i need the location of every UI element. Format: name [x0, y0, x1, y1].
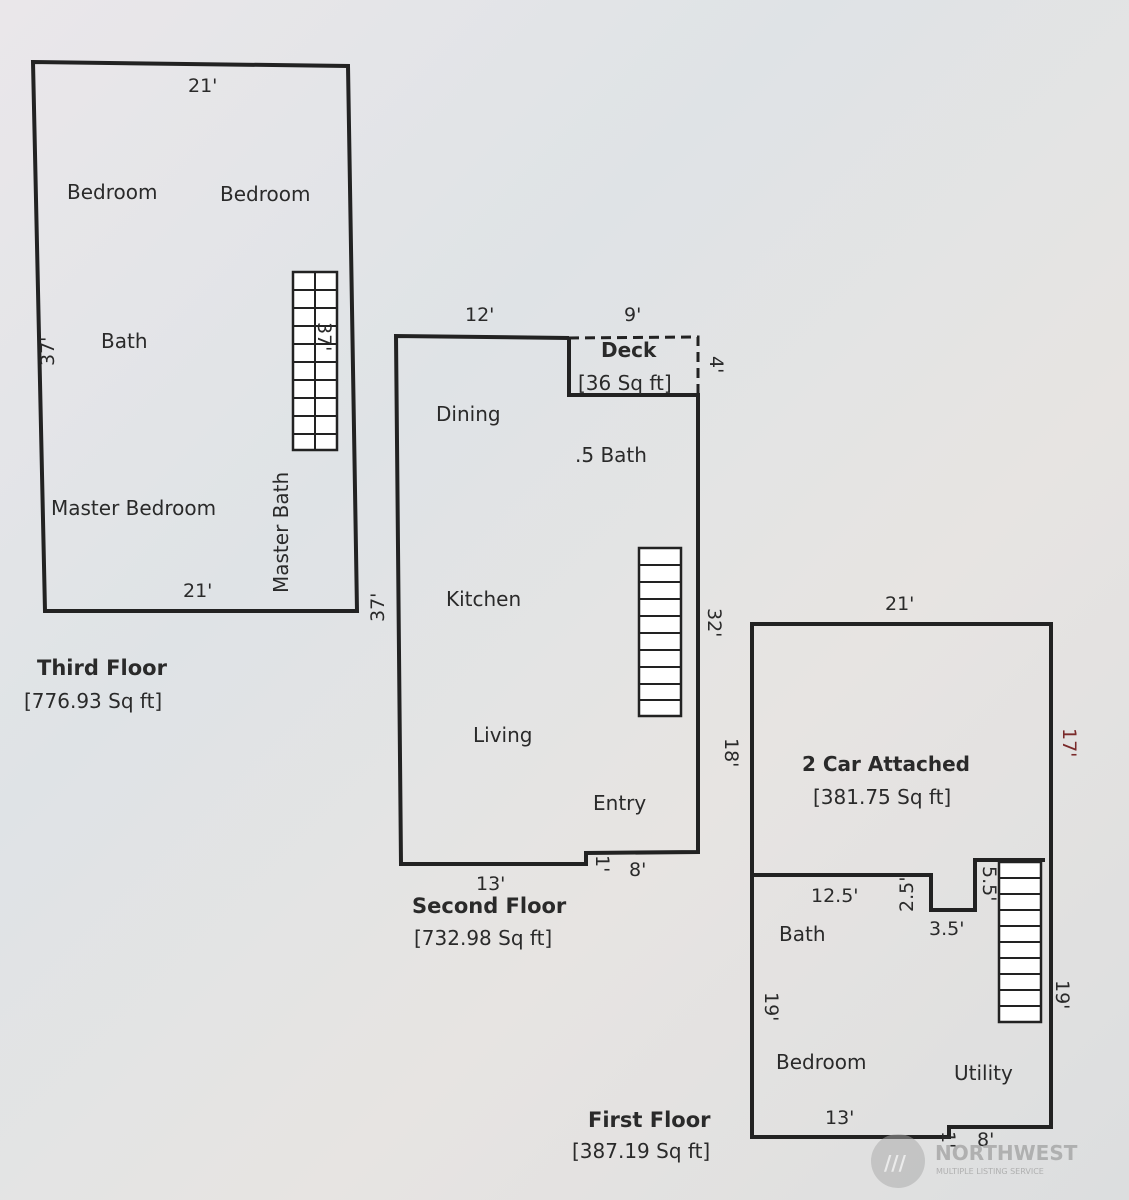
room-half-bath: .5 Bath	[575, 443, 647, 467]
room-dining: Dining	[436, 402, 501, 426]
third-floor-title: Third Floor	[37, 656, 168, 680]
second-floor-outline	[393, 333, 700, 866]
dim-second-bottom-step: 1'	[591, 855, 613, 872]
room-kitchen: Kitchen	[446, 587, 521, 611]
dim-first-inner-d: 5.5'	[978, 866, 1000, 901]
room-entry: Entry	[593, 791, 646, 815]
nwmls-watermark: /// NORTHWEST MULTIPLE LISTING SERVICE	[871, 1134, 1078, 1188]
third-floor-area: [776.93 Sq ft]	[24, 689, 162, 713]
garage-label: 2 Car Attached	[802, 752, 970, 776]
dim-third-bottom: 21'	[183, 580, 212, 602]
dim-first-inner-b: 2.5'	[896, 877, 918, 912]
first-floor-outline	[750, 622, 1053, 1139]
dim-second-top-left: 12'	[465, 304, 494, 326]
dim-deck-side: 4'	[705, 356, 727, 373]
second-floor-title: Second Floor	[412, 894, 567, 918]
stairs-second-floor	[637, 546, 683, 718]
dim-first-top: 21'	[885, 593, 914, 615]
stairs-first-floor	[997, 860, 1043, 1024]
room-first-bedroom: Bedroom	[776, 1050, 866, 1074]
third-floor-outline	[30, 59, 360, 613]
watermark-brand: NORTHWEST	[935, 1141, 1078, 1165]
second-floor-area: [732.98 Sq ft]	[414, 926, 552, 950]
dim-third-left: 37'	[37, 337, 59, 366]
dim-second-top-right: 9'	[624, 304, 641, 326]
deck-label: Deck	[601, 338, 657, 362]
dim-first-bottom-left: 13'	[825, 1107, 854, 1129]
dim-second-bottom-left: 13'	[476, 873, 505, 895]
dim-first-right-garage: 17'	[1058, 728, 1080, 757]
first-floor-area: [387.19 Sq ft]	[572, 1139, 710, 1163]
watermark-sub: MULTIPLE LISTING SERVICE	[936, 1167, 1044, 1176]
dim-third-top: 21'	[188, 75, 217, 97]
room-master-bedroom: Master Bedroom	[51, 496, 216, 520]
dim-second-bottom-right: 8'	[629, 859, 646, 881]
room-bedroom-1: Bedroom	[67, 180, 157, 204]
first-floor-title: First Floor	[588, 1108, 711, 1132]
dim-second-right-lower: 18'	[720, 738, 742, 767]
dim-third-stair: 37'	[313, 322, 335, 351]
nwmls-logo-icon	[871, 1134, 925, 1188]
dim-first-left: 19'	[760, 992, 782, 1021]
stairs-third-floor	[291, 270, 339, 452]
third-floor-plan: 21' Bedroom Bedroom Bath 37' 37' Master …	[24, 59, 360, 713]
dim-second-left: 37'	[367, 593, 389, 622]
svg-text:///: ///	[884, 1151, 907, 1175]
dim-first-inner-a: 12.5'	[811, 885, 859, 907]
garage-inner-wall	[752, 858, 1045, 912]
dim-first-right: 19'	[1051, 980, 1073, 1009]
room-first-bath: Bath	[779, 922, 826, 946]
dim-first-bottom-right: 8'	[977, 1129, 994, 1151]
dim-second-right-upper: 32'	[703, 608, 725, 637]
room-bedroom-2: Bedroom	[220, 182, 310, 206]
room-bath: Bath	[101, 329, 148, 353]
room-utility: Utility	[954, 1061, 1013, 1085]
deck-outline	[568, 335, 700, 395]
second-floor-plan: 12' 9' Deck [36 Sq ft] 4' Dining .5 Bath…	[367, 304, 742, 950]
room-living: Living	[473, 723, 532, 747]
room-master-bath: Master Bath	[269, 472, 293, 593]
garage-area: [381.75 Sq ft]	[813, 785, 951, 809]
first-floor-plan: 21' 17' 2 Car Attached [381.75 Sq ft] 12…	[572, 593, 1080, 1163]
dim-first-inner-c: 3.5'	[929, 918, 964, 940]
dim-first-bottom-step: 1'	[937, 1131, 959, 1148]
deck-area: [36 Sq ft]	[578, 371, 672, 395]
